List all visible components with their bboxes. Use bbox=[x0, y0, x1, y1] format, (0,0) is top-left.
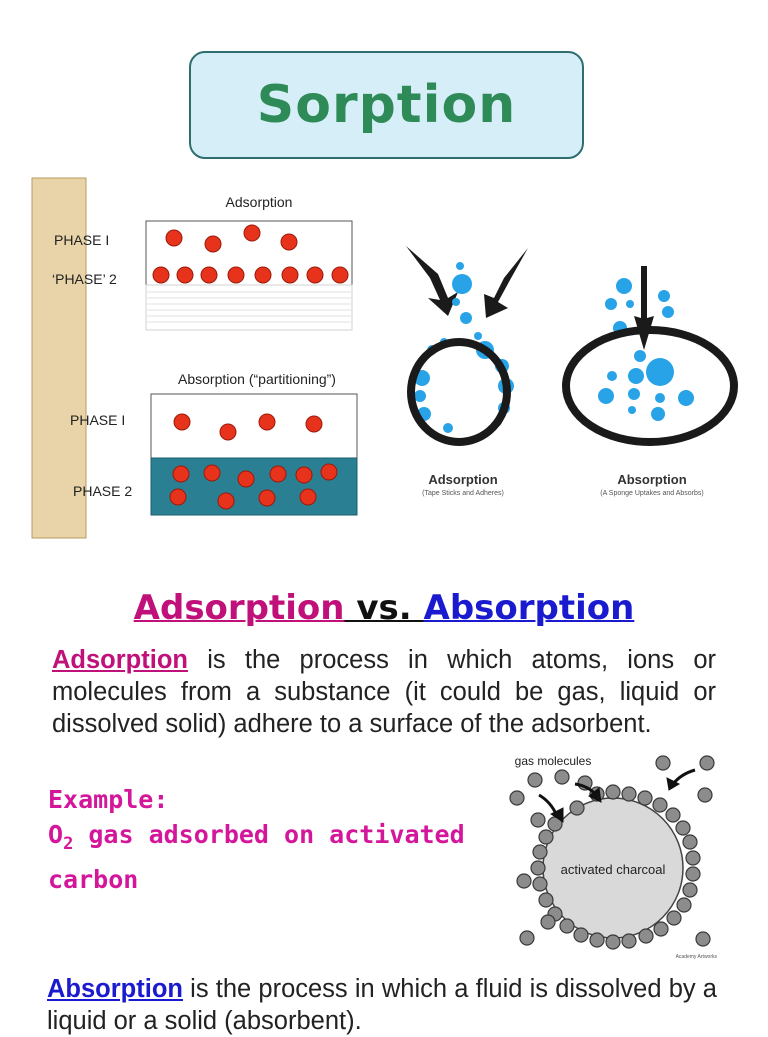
bottom-phase1-label: PHASE I bbox=[70, 412, 125, 428]
top-phase1-label: PHASE I bbox=[54, 232, 109, 248]
tape-caption: (Tape Sticks and Adheres) bbox=[422, 490, 504, 497]
heading-adsorption: Adsorption bbox=[133, 588, 345, 628]
absorption-bubbles bbox=[598, 278, 694, 421]
absorption-definition: Absorption is the process in which a flu… bbox=[47, 973, 717, 1037]
heading-absorption: Absorption bbox=[423, 588, 635, 628]
heading-vs: vs. bbox=[344, 588, 424, 628]
phase-diagram: Adsorption PHASE I ‘PHASE’ 2 Absorption … bbox=[31, 177, 358, 539]
tape-sponge-diagram: Adsorption (Tape Sticks and Adheres) Abs… bbox=[406, 246, 738, 497]
adsorbed-particles bbox=[152, 224, 349, 284]
tape-label: Adsorption bbox=[428, 472, 497, 487]
charcoal-label: activated charcoal bbox=[561, 862, 666, 877]
adsorption-title: Adsorption bbox=[226, 194, 293, 210]
charcoal-diagram: gas molecules activated charcoal Academy… bbox=[509, 754, 718, 960]
top-phase2-label: ‘PHASE’ 2 bbox=[52, 271, 117, 287]
adsorption-arrow-right bbox=[484, 248, 528, 318]
adsorption-bubbles bbox=[414, 262, 514, 433]
gas-molecules-label: gas molecules bbox=[515, 754, 592, 768]
gas-arrows bbox=[538, 768, 696, 823]
solid-wall bbox=[31, 177, 87, 539]
adsorption-arrow-left bbox=[406, 246, 458, 316]
page-title: Sorption bbox=[256, 75, 517, 135]
absorption-keyword: Absorption bbox=[47, 975, 183, 1003]
adsorption-definition-text: is the process in which atoms, ions or m… bbox=[52, 646, 716, 738]
example-label: Example: bbox=[48, 785, 169, 814]
example-o: O bbox=[48, 820, 64, 849]
bottom-phase2-label: PHASE 2 bbox=[73, 483, 132, 499]
example-text: O2 gas adsorbed on activated carbon bbox=[48, 817, 488, 897]
title-box: Sorption bbox=[189, 51, 584, 159]
adsorption-definition: Adsorption is the process in which atoms… bbox=[52, 644, 716, 740]
absorption-arrow bbox=[634, 266, 654, 350]
sponge-label: Absorption bbox=[617, 472, 686, 487]
diagram-credit: Academy Artworks bbox=[676, 954, 718, 960]
tape-ring bbox=[407, 338, 511, 446]
adsorption-keyword: Adsorption bbox=[52, 646, 188, 674]
absorbed-particles bbox=[169, 413, 338, 510]
phase2-hatching bbox=[147, 291, 351, 323]
sponge-caption: (A Sponge Uptakes and Absorbs) bbox=[600, 490, 704, 497]
example-block: Example: O2 gas adsorbed on activated ca… bbox=[48, 782, 488, 897]
adsorbed-gas-molecules bbox=[530, 784, 701, 950]
free-gas-molecules bbox=[509, 755, 715, 947]
absorption-title: Absorption (“partitioning”) bbox=[178, 371, 336, 387]
example-subscript: 2 bbox=[63, 834, 74, 854]
sponge-ring bbox=[562, 326, 738, 446]
section-heading: Adsorption vs. Absorption bbox=[0, 588, 768, 628]
example-rest: gas adsorbed on activated carbon bbox=[48, 820, 465, 894]
